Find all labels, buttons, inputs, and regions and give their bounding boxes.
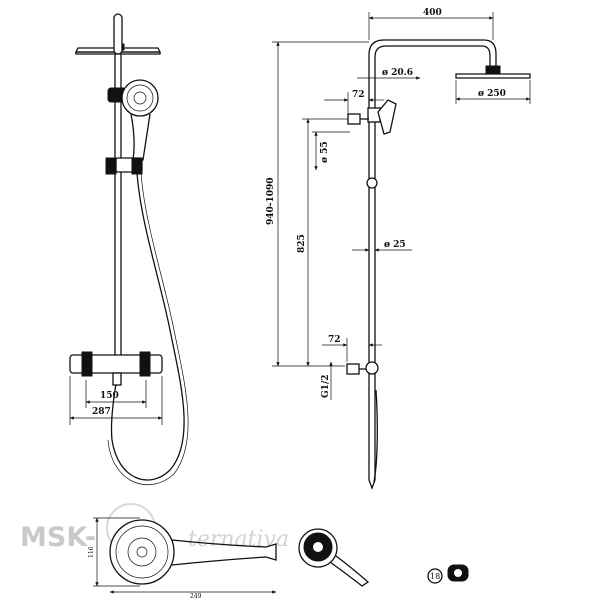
dim-arm-length: 400 xyxy=(423,8,442,18)
side-rail xyxy=(346,95,397,490)
thermostatic-mixer xyxy=(69,351,163,386)
part-badge: 18 xyxy=(427,564,469,584)
hand-shower-perspective xyxy=(298,528,370,587)
watermark-brand: MSK- xyxy=(20,522,96,553)
dim-rail-height: 940-1090 xyxy=(266,177,276,225)
dim-pipe-diameter-group: ø 20.6 xyxy=(357,68,421,80)
part-badge-number: 18 xyxy=(430,572,440,581)
dim-handshower-diameter-group: ø 55 xyxy=(312,131,350,171)
front-view: 150 287 xyxy=(69,13,189,485)
hand-shower-plan-view: 116 249 xyxy=(88,517,277,600)
dim-head-diameter: ø 250 xyxy=(478,89,506,99)
dim-offset-lower: 72 xyxy=(328,335,341,345)
dim-offset-upper-group: 72 xyxy=(324,90,384,114)
dim-offset-lower-group: 72 xyxy=(322,335,382,362)
mixer-dimensions: 150 287 xyxy=(69,376,163,425)
watermark: MSK- ternativa xyxy=(20,503,289,553)
dim-mixer-width: 287 xyxy=(92,407,111,417)
dim-thread-group: G1/2 xyxy=(321,361,333,400)
vertical-rail xyxy=(113,13,123,356)
dim-arm-length-group: 400 xyxy=(368,8,494,40)
shower-arm xyxy=(368,39,531,95)
dim-rail-diameter-group: ø 25 xyxy=(352,240,412,252)
side-view: 400 ø 20.6 ø 250 940-1090 825 xyxy=(266,8,531,490)
shower-hose xyxy=(110,171,185,481)
dim-head-diameter-group: ø 250 xyxy=(455,80,531,104)
watermark-tagline: ternativa xyxy=(188,527,289,552)
dim-slider-height: 825 xyxy=(297,234,307,253)
dim-mixer-center: 150 xyxy=(100,391,119,401)
dim-slider-height-group: 825 xyxy=(297,118,348,367)
dim-handshower-length: 249 xyxy=(190,593,202,600)
dim-thread: G1/2 xyxy=(321,375,331,399)
dim-rail-diameter: ø 25 xyxy=(384,240,406,250)
dim-handshower-head-width: 116 xyxy=(88,546,95,558)
slider xyxy=(105,157,143,175)
dim-handshower-diameter: ø 55 xyxy=(320,141,330,163)
dim-pipe-diameter: ø 20.6 xyxy=(382,68,413,78)
dim-offset-upper: 72 xyxy=(352,90,365,100)
